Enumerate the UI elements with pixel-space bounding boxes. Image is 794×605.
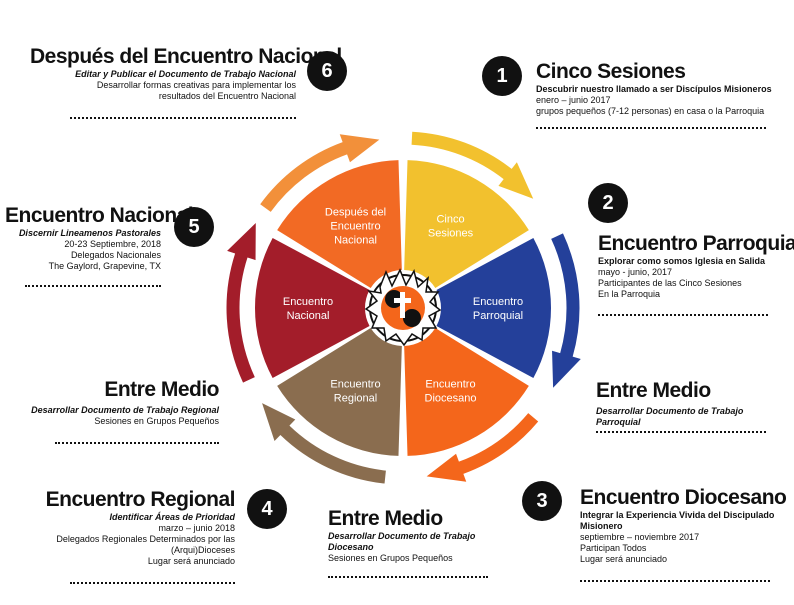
step-3-title: Encuentro Diocesano — [580, 486, 787, 509]
cycle-arrows — [226, 131, 581, 484]
step-4-badge: 4 — [247, 489, 287, 529]
between-right-subtitle: Desarrollar Documento de Trabajo Parroqu… — [596, 406, 744, 427]
step-5-divider — [25, 285, 161, 287]
between-bottom-subtitle: Desarrollar Documento de Trabajo Diocesa… — [328, 531, 476, 552]
step-6-title: Después del Encuentro Nacional — [30, 45, 342, 68]
cycle-arrow-2 — [551, 233, 581, 388]
step-4-divider — [70, 582, 235, 584]
step-1-title: Cinco Sesiones — [536, 60, 686, 83]
step-5-badge: 5 — [174, 207, 214, 247]
between-right-block: Entre Medio Desarrollar Documento de Tra… — [596, 379, 786, 428]
step-3-line-1: septiembre – noviembre 2017 — [580, 532, 700, 542]
step-2-line-3: En la Parroquia — [598, 289, 661, 299]
between-bottom-block: Entre Medio Desarrollar Documento de Tra… — [328, 507, 508, 564]
wheel-segment-cinco-sesiones — [404, 160, 529, 289]
step-5-line-3: The Gaylord, Grapevine, TX — [48, 261, 161, 271]
wheel-segment-encuentro-parroquial — [436, 237, 551, 379]
step-3-divider — [580, 580, 770, 582]
between-left-block: Entre Medio Desarrollar Documento de Tra… — [30, 378, 219, 427]
step-3-line-2: Participan Todos — [580, 543, 647, 553]
between-right-divider — [596, 431, 766, 433]
step-6-divider — [70, 117, 296, 119]
step-5-line-1: 20-23 Septiembre, 2018 — [64, 239, 161, 249]
step-2-line-2: Participantes de las Cinco Sesiones — [598, 278, 742, 288]
encuentro-logo-icon — [364, 268, 442, 347]
step-5-line-2: Delegados Nacionales — [70, 250, 161, 260]
step-3-block: Encuentro Diocesano Integrar la Experien… — [580, 486, 790, 565]
wheel-segment-encuentro-regional — [277, 327, 402, 456]
step-4-block: Encuentro Regional Identificar Áreas de … — [20, 488, 236, 567]
step-4-line-1: marzo – junio 2018 — [158, 523, 235, 533]
between-left-divider — [55, 442, 219, 444]
wheel-segment-encuentro-nacional — [255, 237, 370, 379]
between-bottom-title: Entre Medio — [328, 507, 443, 530]
between-left-line: Sesiones en Grupos Pequeños — [94, 416, 219, 426]
step-6-subtitle: Editar y Publicar el Documento de Trabaj… — [75, 69, 296, 79]
cycle-arrow-4 — [262, 403, 386, 484]
step-4-line-2: Delegados Regionales Determinados por la… — [56, 534, 235, 555]
step-4-title: Encuentro Regional — [45, 488, 236, 511]
between-bottom-divider — [328, 576, 488, 578]
step-3-line-3: Lugar será anunciado — [580, 554, 668, 564]
cycle-arrow-3 — [426, 413, 539, 482]
step-6-block: Después del Encuentro Nacional Editar y … — [30, 45, 342, 102]
step-2-divider — [598, 314, 768, 316]
between-right-title: Entre Medio — [596, 379, 711, 402]
step-1-block: Cinco Sesiones Descubrir nuestro llamado… — [536, 60, 786, 117]
step-1-line-1: enero – junio 2017 — [536, 95, 611, 105]
step-5-title: Encuentro Nacional — [5, 204, 194, 227]
step-1-subtitle: Descubrir nuestro llamado a ser Discípul… — [536, 84, 772, 94]
step-2-line-1: mayo - junio, 2017 — [598, 267, 673, 277]
cycle-arrow-6 — [260, 134, 380, 212]
wheel-segment-despues-encuentro-nacional — [277, 160, 402, 289]
step-5-subtitle: Discernir Lineamenos Pastorales — [18, 228, 161, 238]
step-5-block: Encuentro Nacional Discernir Lineamenos … — [5, 204, 194, 272]
step-6-line-1: Desarrollar formas creativas para implem… — [96, 80, 296, 90]
cycle-arrow-1 — [411, 131, 534, 199]
step-1-divider — [536, 127, 766, 129]
step-4-subtitle: Identificar Áreas de Prioridad — [109, 512, 235, 522]
between-bottom-line: Sesiones en Grupos Pequeños — [328, 553, 453, 563]
step-6-line-2: resultados del Encuentro Nacional — [158, 91, 296, 101]
step-3-badge: 3 — [522, 481, 562, 521]
step-2-title: Encuentro Parroquial — [598, 232, 794, 255]
step-1-badge: 1 — [482, 56, 522, 96]
step-6-badge: 6 — [307, 51, 347, 91]
step-2-block: Encuentro Parroquial Explorar como somos… — [598, 232, 794, 300]
cycle-arrow-5 — [226, 223, 256, 383]
step-2-badge: 2 — [588, 183, 628, 223]
step-3-subtitle: Integrar la Experiencia Vivida del Disci… — [580, 510, 775, 531]
step-1-line-2: grupos pequeños (7-12 personas) en casa … — [536, 106, 765, 116]
step-4-line-3: Lugar será anunciado — [147, 556, 235, 566]
step-2-subtitle: Explorar como somos Iglesia en Salida — [598, 256, 766, 266]
wheel-segment-encuentro-diocesano — [404, 327, 529, 456]
between-left-subtitle: Desarrollar Documento de Trabajo Regiona… — [31, 405, 219, 415]
between-left-title: Entre Medio — [104, 378, 219, 401]
